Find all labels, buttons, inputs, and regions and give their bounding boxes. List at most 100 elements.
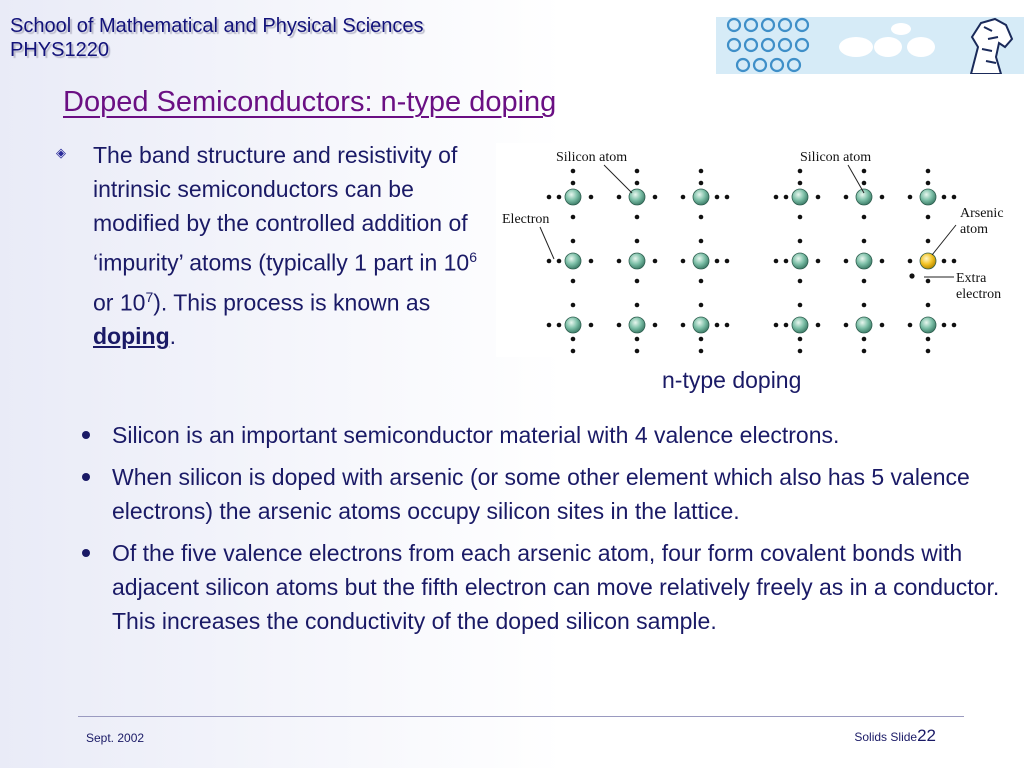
valence-electron-dot — [941, 194, 947, 200]
slide-title: Doped Semiconductors: n-type doping — [63, 86, 557, 118]
bullet-text: Silicon is an important semiconductor ma… — [112, 422, 840, 448]
horse-logo-icon — [969, 17, 1014, 74]
label-atom: atom — [960, 222, 988, 237]
valence-electron-dot — [652, 194, 658, 200]
silicon-atom — [855, 188, 873, 206]
list-item: When silicon is doped with arsenic (or s… — [78, 460, 1018, 528]
valence-electron-dot — [941, 258, 947, 264]
valence-electron-dot — [797, 180, 803, 186]
lattice-diagram: Silicon atom Silicon atom Electron Arsen… — [502, 150, 1004, 354]
footer-date: Sept. 2002 — [86, 731, 145, 745]
valence-electron-dot — [815, 194, 821, 200]
valence-electron-dot — [951, 194, 957, 200]
label-extra: Extra — [956, 271, 987, 286]
list-item: Of the five valence electrons from each … — [78, 536, 1018, 638]
silicon-atom — [628, 252, 646, 270]
valence-electron-dot — [698, 302, 704, 308]
figure-caption: n-type doping — [662, 367, 802, 393]
valence-electron-dot — [634, 214, 640, 220]
silicon-atom — [791, 252, 809, 270]
valence-electron-dot — [843, 258, 849, 264]
label-electron-extra: electron — [956, 287, 1001, 302]
silicon-atom — [855, 316, 873, 334]
valence-electron-dot — [797, 336, 803, 342]
valence-electron-dot — [879, 194, 885, 200]
valence-electron-dot — [773, 194, 779, 200]
silicon-atom — [692, 252, 710, 270]
silicon-atom — [628, 316, 646, 334]
valence-electron-dot — [783, 258, 789, 264]
valence-electron-dot — [546, 258, 552, 264]
silicon-atom — [564, 316, 582, 334]
valence-electron-dot — [588, 258, 594, 264]
valence-electron-dot — [634, 168, 640, 174]
valence-electron-dot — [634, 348, 640, 354]
valence-electron-dot — [570, 168, 576, 174]
valence-electron-dot — [546, 322, 552, 328]
bullet-list: Silicon is an important semiconductor ma… — [78, 418, 1018, 646]
valence-electron-dot — [634, 180, 640, 186]
bullet-text: Of the five valence electrons from each … — [112, 540, 1000, 634]
valence-electron-dot — [773, 322, 779, 328]
valence-electron-dot — [925, 168, 931, 174]
valence-electron-dot — [570, 348, 576, 354]
valence-electron-dot — [783, 194, 789, 200]
valence-electron-dot — [797, 238, 803, 244]
slide-number: 22 — [917, 726, 936, 745]
valence-electron-dot — [680, 194, 686, 200]
valence-electron-dot — [570, 214, 576, 220]
valence-electron-dot — [698, 336, 704, 342]
silicon-atom — [791, 316, 809, 334]
valence-electron-dot — [698, 214, 704, 220]
valence-electron-dot — [783, 322, 789, 328]
valence-electron-dot — [570, 180, 576, 186]
valence-electron-dot — [861, 180, 867, 186]
valence-electron-dot — [698, 348, 704, 354]
bullet-dot-icon — [82, 473, 90, 481]
valence-electron-dot — [570, 336, 576, 342]
intro-paragraph: The band structure and resistivity of in… — [93, 142, 478, 350]
valence-electron-dot — [616, 258, 622, 264]
silicon-atom — [564, 188, 582, 206]
valence-electron-dot — [861, 348, 867, 354]
valence-electron-dot — [546, 194, 552, 200]
valence-electron-dot — [634, 336, 640, 342]
valence-electron-dot — [815, 258, 821, 264]
valence-electron-dot — [698, 168, 704, 174]
valence-electron-dot — [879, 258, 885, 264]
valence-electron-dot — [714, 322, 720, 328]
silicon-atom — [692, 188, 710, 206]
valence-electron-dot — [797, 168, 803, 174]
list-item: Silicon is an important semiconductor ma… — [78, 418, 1018, 452]
valence-electron-dot — [925, 180, 931, 186]
bullet-dot-icon — [82, 431, 90, 439]
valence-electron-dot — [634, 238, 640, 244]
valence-electron-dot — [680, 322, 686, 328]
label-electron: Electron — [502, 212, 549, 227]
bullet-text: When silicon is doped with arsenic (or s… — [112, 464, 970, 524]
valence-electron-dot — [556, 194, 562, 200]
valence-electron-dot — [879, 322, 885, 328]
valence-electron-dot — [616, 322, 622, 328]
pointer-arsenic — [931, 224, 957, 256]
valence-electron-dot — [724, 194, 730, 200]
valence-electron-dot — [698, 180, 704, 186]
valence-electron-dot — [773, 258, 779, 264]
course-code: PHYS1220 — [10, 39, 109, 61]
footer-divider — [78, 716, 964, 717]
extra-electron-dot — [909, 273, 915, 279]
valence-electron-dot — [652, 322, 658, 328]
valence-electron-dot — [556, 322, 562, 328]
header-banner — [716, 17, 1024, 74]
lattice-figure: Silicon atom Silicon atom Electron Arsen… — [496, 143, 1024, 357]
valence-electron-dot — [570, 278, 576, 284]
valence-electron-dot — [843, 194, 849, 200]
pointer-electron — [539, 226, 555, 260]
silicon-atom — [628, 188, 646, 206]
valence-electron-dot — [588, 194, 594, 200]
silicon-atom — [855, 252, 873, 270]
bullet-dot-icon — [82, 549, 90, 557]
silicon-atom — [564, 252, 582, 270]
valence-electron-dot — [951, 258, 957, 264]
valence-electron-dot — [861, 278, 867, 284]
